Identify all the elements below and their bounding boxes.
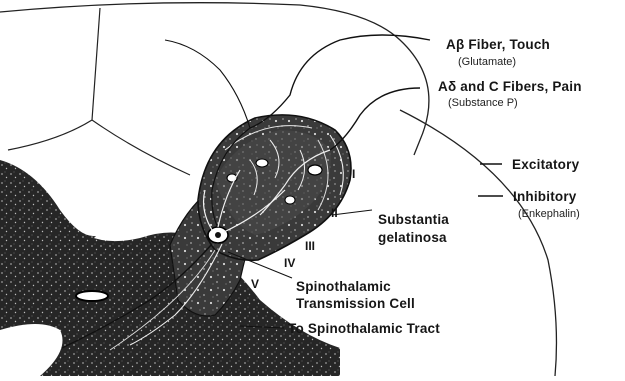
excitatory-label: Excitatory: [512, 158, 579, 172]
lamina-III: III: [305, 240, 315, 252]
lamina-V: V: [251, 278, 259, 290]
a-beta-transmitter-label: (Glutamate): [458, 57, 516, 68]
inhibitory-transmitter-label: (Enkephalin): [518, 209, 580, 220]
lamina-II: II: [331, 207, 338, 219]
inhibitory-label: Inhibitory: [513, 190, 577, 204]
substantia-label-2: gelatinosa: [378, 231, 447, 245]
spinothalamic-tract-label: To Spinothalamic Tract: [288, 322, 440, 336]
transmission-cell-label-2: Transmission Cell: [296, 297, 415, 311]
transmission-cell-nucleus: [215, 232, 221, 238]
midline-2: [92, 120, 190, 175]
sg-cell-4: [285, 196, 295, 204]
substantia-label-1: Substantia: [378, 213, 449, 227]
a-beta-fiber-label: Aβ Fiber, Touch: [446, 38, 550, 52]
central-canal: [76, 291, 108, 301]
pointer-substantia: [332, 210, 372, 215]
a-delta-c-transmitter-label: (Substance P): [448, 98, 518, 109]
a-delta-c-fiber-label: Aδ and C Fibers, Pain: [438, 80, 582, 94]
sg-cell-1: [308, 165, 322, 175]
sg-cell-2: [256, 159, 268, 167]
lamina-I: I: [352, 168, 355, 180]
transmission-cell-label-1: Spinothalamic: [296, 280, 391, 294]
midline: [8, 8, 100, 150]
cord-outline: [0, 3, 429, 155]
lamina-IV: IV: [284, 257, 295, 269]
a-beta-dorsal-column: [165, 40, 250, 128]
a-beta-fiber: [250, 35, 430, 128]
